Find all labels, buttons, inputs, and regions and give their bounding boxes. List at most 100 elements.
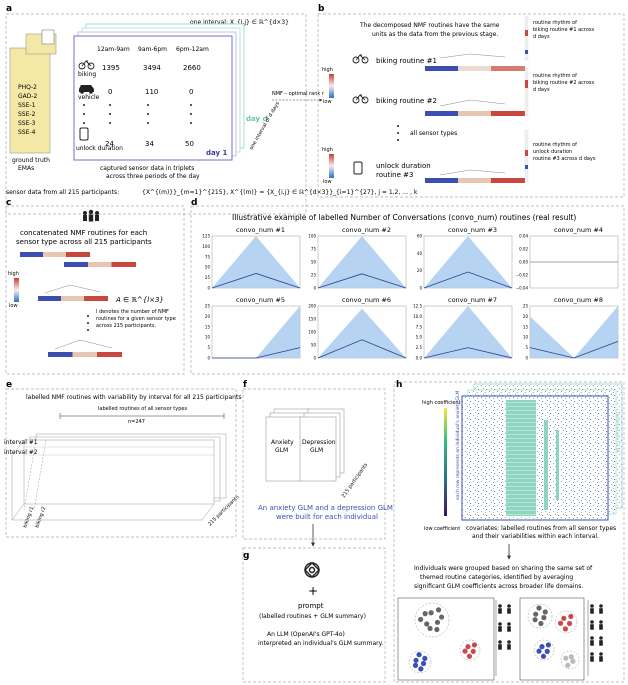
cluster-grey-point: [533, 611, 539, 617]
person-body: [590, 640, 594, 646]
routine-bar: [64, 262, 136, 267]
person-body: [498, 644, 502, 650]
y-tick-label: 15: [205, 324, 211, 329]
person-icon: [498, 622, 502, 626]
y-tick-label: 20: [205, 314, 211, 319]
variability-band: [424, 236, 512, 288]
y-tick-label: 150: [308, 317, 316, 322]
ema-item: SSE-2: [18, 111, 36, 118]
sensor-data-label: sensor data from all 215 participants:: [6, 189, 119, 196]
panel-d-title: Illustrative example of labelled Number …: [232, 213, 576, 222]
sensor-data-formula: {X^{(m)}}_{m=1}^{215}, X^{(m)} = {X_{i,j…: [142, 189, 418, 196]
notepad-icon: [41, 29, 55, 45]
cell: 50: [185, 140, 194, 148]
ellipsis-dots: [397, 125, 399, 141]
person-body: [498, 608, 502, 614]
person-body: [599, 640, 603, 646]
routine-label: biking routine #1: [376, 57, 437, 65]
cluster-grey-ring: [527, 603, 553, 629]
y-tick-label: −0.02: [516, 273, 529, 278]
colorbar: [14, 278, 19, 302]
panel-c-note-3: across 215 participants.: [96, 323, 157, 329]
low-label: low: [323, 179, 332, 185]
ema-item: SSE-3: [18, 120, 36, 127]
cell: 0: [189, 88, 193, 96]
chart-title: convo_num #1: [236, 226, 285, 234]
y-tick-label: 25: [311, 273, 317, 278]
cluster-grey-point: [428, 610, 434, 616]
y-tick-label: 0: [419, 286, 422, 291]
panel-f-caption-2: were built for each individual: [276, 513, 378, 521]
bike-icon: [352, 54, 369, 64]
routine-label-2: routine #3: [376, 171, 413, 179]
high-coef-label: high coefficient: [422, 400, 461, 406]
period-header: 12am-9am: [97, 46, 130, 53]
person-body: [599, 656, 603, 662]
row-description: each row represents an individual's anxi…: [455, 391, 461, 500]
cluster-lightgrey-point: [563, 655, 569, 661]
panel-d: d Illustrative example of labelled Numbe…: [190, 198, 625, 375]
cluster-grey-point: [435, 607, 442, 613]
routine-bar: [48, 352, 122, 357]
chart-title: convo_num #7: [448, 296, 497, 304]
dayd-label: day d: [246, 115, 268, 123]
cluster-red-point: [470, 648, 476, 654]
cluster-red-point: [562, 626, 569, 632]
y-tick-label: 100: [308, 234, 316, 239]
sensor-label: vehicle: [78, 94, 100, 101]
person-body: [507, 626, 511, 632]
cluster-grey-point: [424, 621, 430, 627]
y-tick-label: 75: [205, 254, 211, 259]
phone-icon: [79, 127, 89, 141]
y-tick-label: 2.5: [416, 345, 423, 350]
y-tick-label: 0.0: [416, 356, 423, 361]
person-icon: [507, 622, 511, 626]
series-line: [423, 271, 513, 289]
rhythm-3c: routine #3 across d days: [533, 156, 596, 162]
ellipsis-dots: [87, 315, 89, 331]
cluster-grey-ring: [414, 602, 450, 638]
ema-caption-1: ground truth: [12, 157, 50, 164]
person-icon: [590, 620, 594, 624]
y-tick-label: 15: [523, 324, 529, 329]
day-card-stack: [73, 23, 245, 161]
ema-caption-2: EMAs: [18, 165, 34, 172]
people-group-icon: [83, 209, 99, 222]
rhythm-1b: biking routine #1 across: [533, 27, 595, 33]
low-coef-label: low coefficient: [424, 526, 460, 532]
person-icon: [590, 604, 594, 608]
routine-bar: [425, 66, 525, 71]
routine-bar: [20, 252, 90, 257]
high-label: high: [322, 147, 333, 153]
person-icon: [498, 604, 502, 608]
depression-glm-label: depression GLM: [614, 412, 620, 452]
coef-colorbar: [444, 408, 447, 516]
routine-line: [439, 53, 506, 59]
person-icon: [498, 640, 502, 644]
series-line: [212, 347, 301, 359]
y-tick-label: 50: [205, 265, 211, 270]
period-header: 6pm-12am: [176, 46, 209, 53]
y-tick-label: 50: [311, 343, 317, 348]
caption-1: captured sensor data in triplets: [100, 165, 194, 172]
y-tick-label: 0: [207, 356, 210, 361]
cluster-blue-point: [420, 660, 427, 667]
covariates-1: covariates: labelled routines from all s…: [466, 525, 616, 532]
panel-e: e labelled NMF routines with variability…: [4, 380, 241, 538]
low-label: low: [9, 303, 18, 309]
person-body: [599, 624, 603, 630]
series-line: [211, 273, 301, 289]
person-icon: [507, 604, 511, 608]
cluster-red-point: [557, 620, 564, 626]
y-tick-label: 40: [417, 251, 423, 256]
variability-band: [530, 306, 618, 358]
arrow-label: NMF – optimal rank r: [272, 91, 325, 97]
cluster-blue-point: [418, 666, 424, 672]
cell: 34: [145, 140, 154, 148]
panel-e-title: labelled NMF routines with variability b…: [26, 394, 241, 401]
cluster-blue-point: [412, 662, 419, 668]
cluster-grey-point: [422, 611, 428, 617]
cell: 1395: [102, 64, 120, 72]
grouping-2: themed routine categories, identified by…: [420, 574, 573, 581]
